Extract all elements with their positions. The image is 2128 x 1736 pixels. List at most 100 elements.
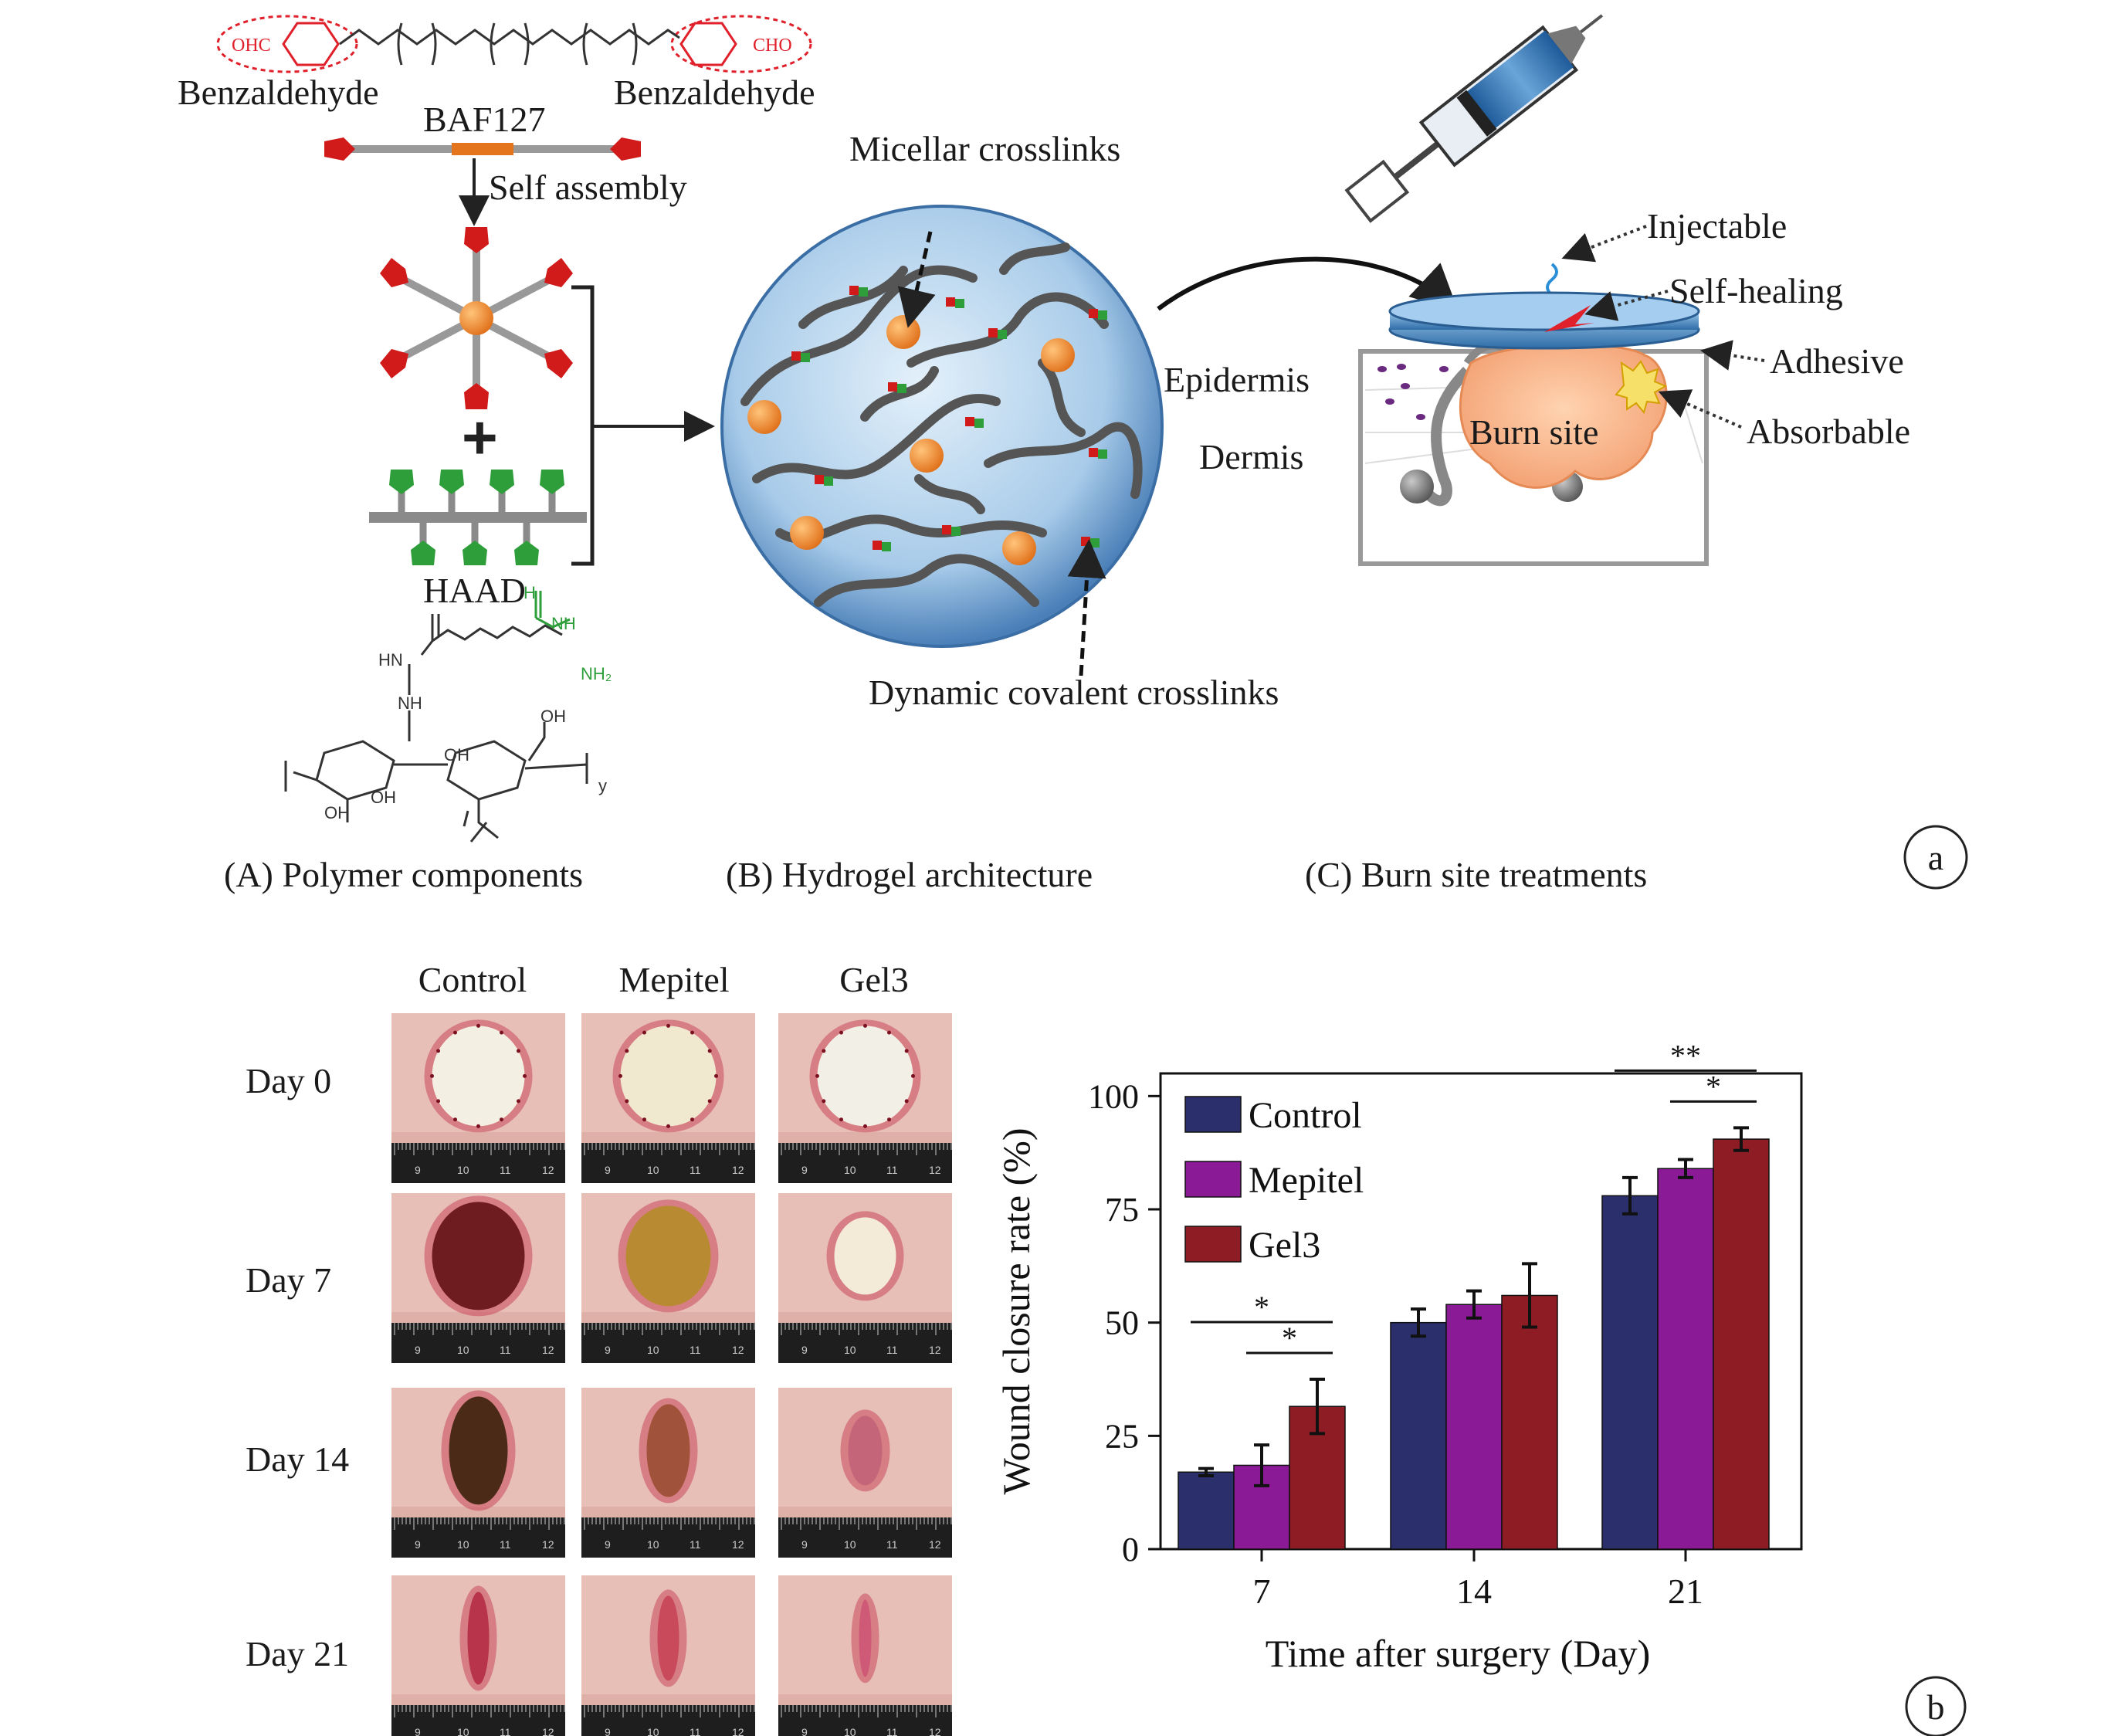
error-bar	[1678, 1158, 1693, 1179]
ruler-number: 11	[886, 1344, 898, 1356]
subcaption-burn-site-treatments: (C) Burn site treatments	[1305, 855, 1647, 894]
significance-marker: *	[1246, 1321, 1333, 1355]
oh-label-3: OH	[371, 788, 396, 807]
ruler-number: 9	[415, 1164, 421, 1176]
ruler-number: 12	[732, 1344, 744, 1356]
error-bar	[1310, 1378, 1325, 1436]
bar-gel3-day21	[1713, 1138, 1770, 1550]
ruler-number: 10	[844, 1538, 856, 1551]
ruler-number: 12	[732, 1726, 744, 1736]
error-bar	[1254, 1443, 1269, 1487]
ruler-number: 9	[415, 1344, 421, 1356]
ruler-number: 11	[886, 1164, 898, 1176]
feature-pointers	[1561, 225, 1765, 429]
ruler-number: 12	[732, 1538, 744, 1551]
legend-item: Control	[1184, 1095, 1362, 1136]
y-tick-label: 50	[1105, 1304, 1139, 1342]
legend-label: Control	[1249, 1095, 1362, 1136]
wound-photo: 9 10 11 12	[581, 1193, 755, 1363]
baf127-chemical-structure: OHC CHO	[216, 15, 812, 73]
error-bar	[1411, 1307, 1426, 1338]
photo-row-day14: Day 14	[246, 1439, 349, 1479]
ruler-number: 10	[844, 1344, 856, 1356]
ruler-number: 9	[801, 1164, 808, 1176]
significance-label: *	[1706, 1069, 1721, 1104]
subcaption-hydrogel-architecture: (B) Hydrogel architecture	[726, 855, 1093, 894]
y-axis-label: Wound closure rate (%)	[995, 1128, 1038, 1495]
haad-label: HAAD	[423, 571, 526, 610]
photo-column-mepitel: Mepitel	[618, 960, 729, 999]
dynamic-pointer-arrow	[1067, 539, 1106, 676]
ruler-number: 9	[605, 1164, 611, 1176]
ruler-number: 10	[844, 1164, 856, 1176]
oh-label-2: OH	[540, 707, 566, 726]
ruler-number: 12	[929, 1164, 941, 1176]
micellar-crosslinks-label: Micellar crosslinks	[849, 129, 1120, 168]
ruler-number: 10	[647, 1726, 659, 1736]
photo-column-control: Control	[418, 960, 527, 999]
nh2-label: NH₂	[581, 664, 612, 683]
ruler-number: 10	[647, 1344, 659, 1356]
significance-label: *	[1282, 1321, 1297, 1355]
ruler-number: 11	[500, 1164, 511, 1176]
ruler-number: 12	[929, 1538, 941, 1551]
plus-icon: +	[462, 403, 498, 472]
self-assembly-label: Self assembly	[489, 168, 687, 207]
adhesive-label: Adhesive	[1770, 341, 1904, 381]
legend-label: Mepitel	[1249, 1160, 1364, 1201]
legend-swatch	[1184, 1226, 1242, 1263]
ruler-number: 9	[415, 1538, 421, 1551]
ruler-number: 10	[647, 1164, 659, 1176]
haad-chem-text: H NH NH₂ HN NH OH OH OH OH y	[324, 583, 612, 822]
burn-site-diagram	[1358, 291, 1709, 566]
ruler-number: 11	[690, 1344, 701, 1356]
dermis-label: Dermis	[1199, 437, 1303, 476]
y-tick-label: 0	[1122, 1531, 1139, 1568]
oh-label-1: OH	[444, 745, 469, 765]
ruler-number: 12	[542, 1538, 554, 1551]
bar-control-day21	[1601, 1195, 1659, 1550]
ruler-number: 11	[690, 1538, 701, 1551]
haad-chemical-structure	[284, 591, 588, 843]
ruler-number: 9	[605, 1726, 611, 1736]
y-tick-label: 100	[1088, 1077, 1139, 1115]
ruler-number: 10	[647, 1538, 659, 1551]
self-healing-label: Self-healing	[1669, 271, 1843, 310]
legend-item: Gel3	[1184, 1225, 1320, 1266]
injectable-label: Injectable	[1647, 206, 1787, 246]
absorbable-label: Absorbable	[1747, 412, 1910, 451]
y-subscript-label: y	[598, 776, 607, 795]
ruler-number: 12	[542, 1164, 554, 1176]
hydrogel-sphere-icon	[720, 205, 1164, 648]
y-tick-label: 25	[1105, 1417, 1139, 1455]
benzaldehyde-right-label: Benzaldehyde	[614, 73, 815, 112]
ruler-number: 12	[542, 1344, 554, 1356]
error-bar	[1466, 1289, 1482, 1320]
error-bar	[1733, 1126, 1749, 1152]
nh-green-label: NH	[551, 614, 576, 633]
ruler-number: 12	[732, 1164, 744, 1176]
ruler-number: 11	[500, 1726, 511, 1736]
panel-letter-b: b	[1927, 1687, 1945, 1727]
y-tick-label: 75	[1105, 1191, 1139, 1229]
h-label: H	[524, 583, 536, 602]
panel-letter-a: a	[1928, 838, 1943, 877]
ruler-number: 9	[801, 1538, 808, 1551]
x-tick-label: 21	[1668, 1572, 1703, 1611]
x-tick-label: 7	[1253, 1572, 1271, 1611]
ruler-number: 9	[415, 1726, 421, 1736]
baf127-label: BAF127	[423, 100, 545, 139]
haad-polymer-icon	[369, 470, 587, 565]
bar-mepitel-day21	[1657, 1168, 1714, 1550]
ruler-number: 9	[605, 1344, 611, 1356]
ruler-number: 9	[605, 1538, 611, 1551]
panel-a: OHC CHO Benzaldehyde Benzaldehyde BAF127…	[178, 14, 1968, 894]
ruler-number: 9	[801, 1344, 808, 1356]
x-tick-label: 14	[1456, 1572, 1492, 1611]
